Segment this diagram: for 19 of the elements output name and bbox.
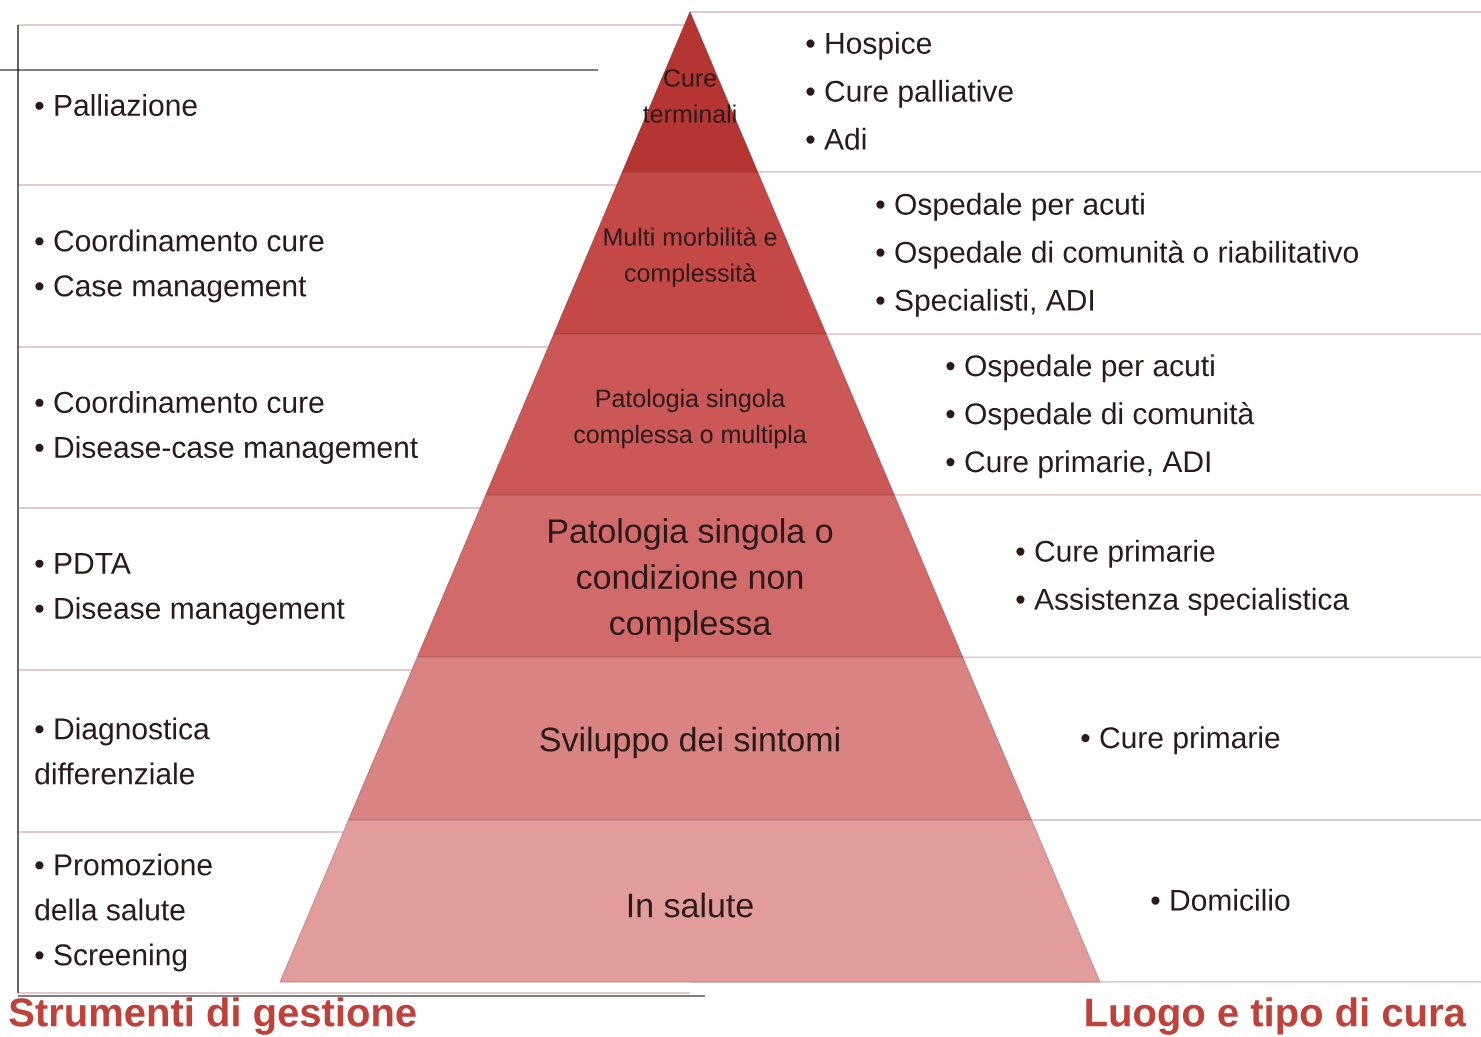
bullet-list: • PDTA • Disease management [35, 553, 345, 625]
section-title: Strumenti di gestione [9, 997, 416, 1035]
bullet-list: • Ospedale per acuti • Ospedale di comunità • Cure primarie, ADI [946, 354, 1255, 479]
bullet-list: • Cure primarie [1081, 726, 1280, 755]
bullet-list: • Coordinamento cure • Disease-case management [35, 391, 418, 464]
pyramid-tier: Sviluppo dei sintomi [348, 656, 1032, 821]
bullet-list: • Coordinamento cure • Case management [35, 229, 324, 303]
pyramid-tier: In salute [279, 819, 1101, 983]
bullet-list: • Cure primarie • Assistenza specialistica [1016, 539, 1350, 616]
bullet-list: • Ospedale per acuti • Ospedale di comunità o riabilitativo • Specialisti, ADI [876, 192, 1358, 317]
pyramid-tier: Patologia singola o condizione non complessa [417, 494, 963, 658]
bullet-list: • Promozione della salute • Screening [35, 853, 212, 972]
pyramid-tier: Multi morbilità e complessità [553, 171, 827, 335]
bullet-list: • Diagnostica differenziale [35, 717, 210, 785]
pyramid-tier: Patologia singola complessa o multipla [485, 333, 895, 496]
bullet-list: • Hospice • Cure palliative • Adi [806, 31, 1013, 150]
bullet-list: • Domicilio [1151, 888, 1290, 911]
section-title: Luogo e tipo di cura [1086, 997, 1467, 1035]
bullet-list: • Palliazione [35, 94, 197, 116]
